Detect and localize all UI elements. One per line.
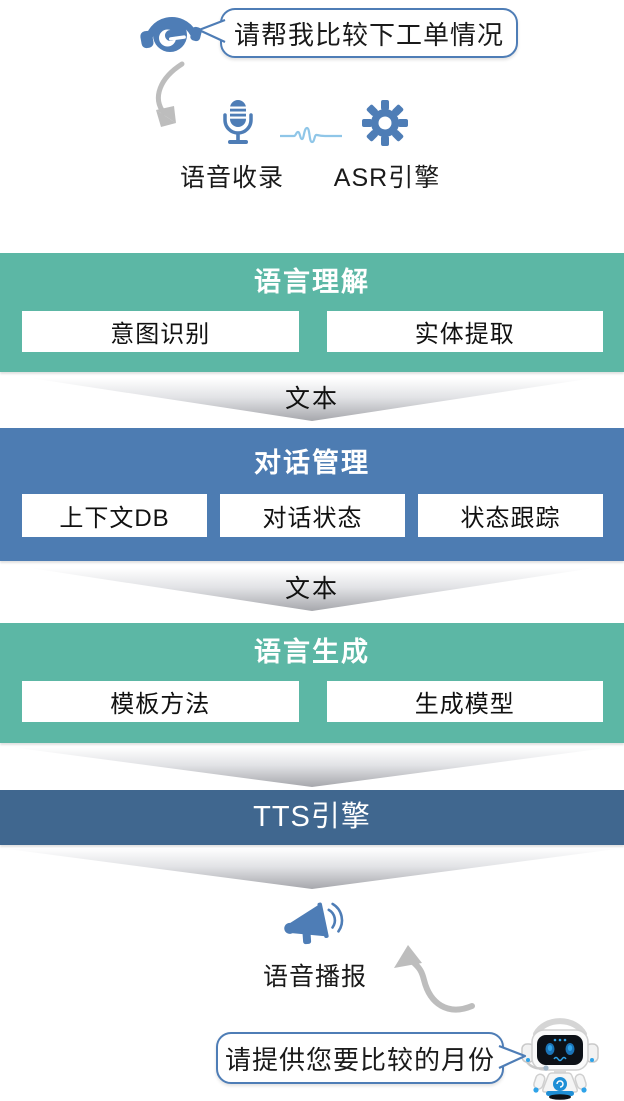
- block-tts: TTS引擎: [0, 790, 624, 845]
- connector-3: [0, 745, 624, 789]
- user-bubble-text: 请帮我比较下工单情况: [233, 19, 504, 50]
- chevron-down-icon: [30, 568, 594, 611]
- bubble-tail-left: [197, 18, 226, 43]
- curved-arrow-up-icon: [394, 945, 475, 1013]
- voice-capture-label: 语音收录: [179, 164, 284, 192]
- nlu-item-entity: 实体提取: [326, 311, 603, 352]
- nlg-item-genmodel: 生成模型: [326, 681, 603, 722]
- gear-icon: [362, 100, 408, 146]
- block-tts-title: TTS引擎: [253, 801, 371, 833]
- user-speech-bubble: 请帮我比较下工单情况: [197, 8, 518, 58]
- connector-text-2: 文本: [0, 565, 624, 613]
- block-nlu: 语言理解 意图识别 实体提取: [0, 253, 624, 372]
- connector-label: 文本: [284, 385, 339, 413]
- block-nlg-title: 语言生成: [254, 637, 370, 667]
- nlg-item-template: 模板方法: [22, 681, 299, 722]
- curved-arrow-down-icon: [155, 61, 185, 127]
- megaphone-icon: [284, 902, 344, 945]
- chevron-down-icon: [0, 848, 624, 889]
- dm-item-context-db: 上下文DB: [22, 494, 207, 537]
- dm-item-state-tracking: 状态跟踪: [418, 494, 603, 537]
- microphone-icon: [223, 100, 253, 144]
- connector-label: 文本: [284, 575, 339, 603]
- block-nlg: 语言生成 模板方法 生成模型: [0, 623, 624, 743]
- asr-engine-label: ASR引擎: [333, 164, 441, 192]
- nlu-item-intent: 意图识别: [22, 311, 299, 352]
- block-nlu-title: 语言理解: [254, 267, 370, 297]
- voice-broadcast-label: 语音播报: [262, 963, 367, 991]
- dm-item-dialog-state: 对话状态: [220, 494, 405, 537]
- waveform-icon: [280, 126, 342, 144]
- robot-icon: [521, 1018, 599, 1100]
- block-nlg-items: 模板方法 生成模型: [22, 681, 603, 722]
- bot-bubble-text: 请提供您要比较的月份: [224, 1044, 495, 1075]
- headset-agent-icon: [140, 17, 202, 52]
- block-dm-title: 对话管理: [254, 448, 370, 478]
- block-nlu-items: 意图识别 实体提取: [22, 311, 603, 352]
- connector-text-1: 文本: [0, 375, 624, 423]
- bot-speech-bubble: 请提供您要比较的月份: [216, 1032, 527, 1084]
- bubble-tail-right: [498, 1044, 527, 1069]
- chevron-down-icon: [30, 378, 594, 421]
- connector-4: [0, 846, 624, 891]
- block-dm-items: 上下文DB 对话状态 状态跟踪: [22, 494, 603, 537]
- block-dm: 对话管理 上下文DB 对话状态 状态跟踪: [0, 428, 624, 561]
- chevron-down-icon: [10, 747, 614, 787]
